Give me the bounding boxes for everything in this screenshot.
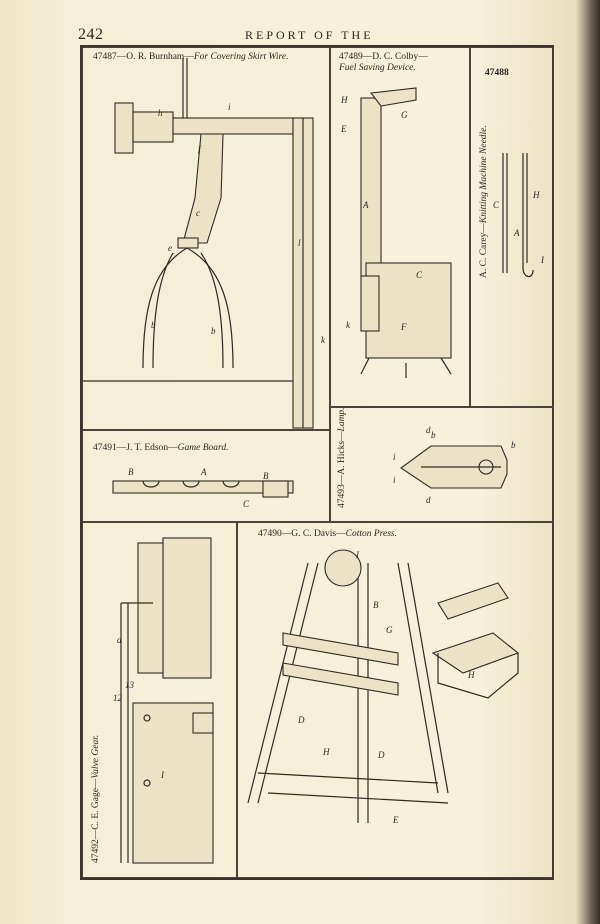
carey-drawing: C H A I <box>493 153 545 278</box>
svg-text:k: k <box>346 320 351 330</box>
svg-text:G: G <box>386 625 393 635</box>
svg-text:H: H <box>340 95 348 105</box>
svg-text:f: f <box>198 144 202 154</box>
svg-text:k: k <box>321 335 326 345</box>
svg-text:b: b <box>431 430 436 440</box>
plate-frame: 47487—O. R. Burnham—For Covering Skirt W… <box>80 45 554 880</box>
caption-colby: 47489—D. C. Colby—Fuel Saving Device. <box>339 52 428 73</box>
svg-text:B: B <box>263 471 269 481</box>
svg-text:D: D <box>297 715 305 725</box>
svg-text:C: C <box>243 499 250 509</box>
svg-text:G: G <box>401 110 408 120</box>
svg-text:13: 13 <box>125 680 135 690</box>
running-title: REPORT OF THE <box>245 28 374 42</box>
svg-text:E: E <box>392 815 399 825</box>
svg-text:12: 12 <box>113 693 123 703</box>
svg-text:I: I <box>160 770 165 780</box>
davis-drawing: I B G D H D E H <box>247 549 520 825</box>
svg-text:F: F <box>400 322 407 332</box>
figure-burnham: 47487—O. R. Burnham—For Covering Skirt W… <box>82 47 330 430</box>
page-number: 242 <box>78 26 104 43</box>
svg-text:H: H <box>467 670 475 680</box>
figure-davis: 47490—G. C. Davis—Cotton Press. I B G D … <box>237 522 554 878</box>
figure-carey: 47488 A. C. Carey—Knitting Machine Needl… <box>470 47 554 407</box>
hicks-drawing: b d b d i i <box>393 425 516 505</box>
figure-edson: 47491—J. T. Edson—Game Board. B A B C <box>82 430 330 522</box>
svg-text:d: d <box>426 495 431 505</box>
edson-drawing: B A B C <box>112 467 294 509</box>
svg-text:a: a <box>117 635 122 645</box>
svg-text:B: B <box>128 467 134 477</box>
svg-text:A: A <box>513 228 520 238</box>
svg-text:I: I <box>540 255 545 265</box>
svg-text:d: d <box>426 425 431 435</box>
svg-text:I: I <box>355 550 360 560</box>
svg-text:A: A <box>362 200 369 210</box>
caption-carey-number: 47488 <box>485 68 509 78</box>
caption-edson: 47491—J. T. Edson—Game Board. <box>93 443 229 453</box>
svg-text:b: b <box>511 440 516 450</box>
svg-text:c: c <box>196 208 200 218</box>
svg-text:E: E <box>340 124 347 134</box>
svg-text:b: b <box>151 320 156 330</box>
figure-gage: 47492—C. E. Gage—Valve Gear. a 12 13 I <box>82 522 237 878</box>
burnham-drawing: h i f c e b b l k <box>83 58 326 429</box>
svg-text:H: H <box>322 747 330 757</box>
svg-text:C: C <box>416 270 423 280</box>
svg-text:i: i <box>393 452 396 462</box>
svg-text:i: i <box>393 475 396 485</box>
svg-text:H: H <box>532 190 540 200</box>
figure-colby: 47489—D. C. Colby—Fuel Saving Device. H … <box>330 47 470 407</box>
svg-text:B: B <box>373 600 379 610</box>
figure-hicks: 47493—A. Hicks—Lamp. b d b d i i <box>330 407 554 522</box>
svg-text:l: l <box>298 238 301 248</box>
svg-text:b: b <box>211 326 216 336</box>
svg-text:A: A <box>200 467 207 477</box>
caption-davis: 47490—G. C. Davis—Cotton Press. <box>258 529 397 539</box>
svg-text:h: h <box>158 108 163 118</box>
caption-burnham: 47487—O. R. Burnham—For Covering Skirt W… <box>93 52 289 62</box>
svg-text:D: D <box>377 750 385 760</box>
svg-text:C: C <box>493 200 500 210</box>
gage-drawing: a 12 13 I <box>113 537 214 864</box>
colby-drawing: H G E A C k F <box>340 87 452 378</box>
svg-text:i: i <box>228 102 231 112</box>
svg-text:e: e <box>168 243 172 253</box>
